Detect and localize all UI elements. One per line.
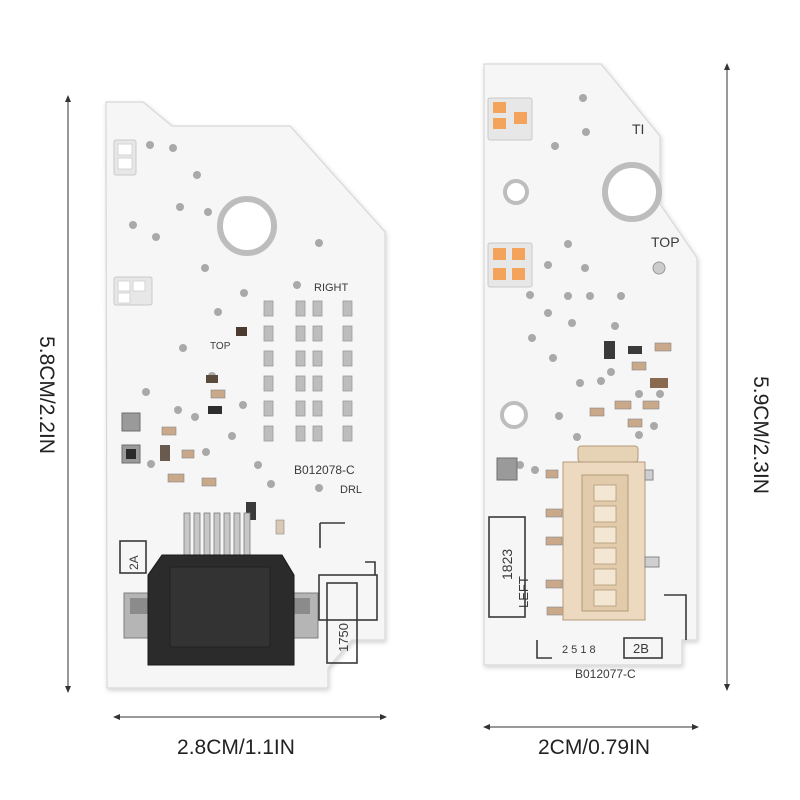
left-led-pad-grid [263, 300, 353, 442]
right-orange-led-group-top [487, 97, 533, 141]
left-board-outline [105, 101, 386, 689]
right-height-label: 5.9CM/2.3IN [749, 376, 772, 494]
right-width-label: 2CM/0.79IN [538, 736, 650, 759]
left-label-top: TOP [210, 341, 231, 352]
left-black-connector [123, 554, 319, 666]
left-white-led-group-bottom [113, 276, 153, 306]
right-smd-components [496, 341, 672, 616]
left-silkscreen-boxes [119, 522, 378, 664]
left-vias [129, 141, 323, 492]
right-pcb-board: TI TOP 1823 LEFT 2 5 1 8 2B B012077-C [483, 63, 698, 681]
right-label-part-no: B012077-C [575, 667, 636, 681]
right-top-indicator [652, 261, 666, 275]
right-orange-led-group-bottom [487, 242, 533, 288]
right-small-hole-top [503, 179, 529, 205]
left-height-label: 5.8CM/2.2IN [35, 336, 58, 454]
right-mounting-hole [602, 162, 662, 222]
left-pin-header [183, 512, 251, 559]
right-vias [516, 94, 664, 474]
right-silkscreen-boxes [488, 516, 687, 659]
right-label-top: TOP [651, 234, 680, 250]
left-pcb-board: RIGHT TOP B012078-C DRL 2A 1750 [105, 101, 386, 689]
left-label-1750: 1750 [336, 623, 351, 652]
right-label-small-code: 2 5 1 8 [562, 644, 596, 656]
right-small-hole-bottom [500, 401, 528, 429]
left-label-right: RIGHT [314, 282, 349, 294]
left-white-led-group-top [113, 139, 137, 176]
left-mounting-hole [217, 196, 277, 256]
right-label-2b: 2B [633, 641, 649, 656]
dimension-lines [65, 63, 730, 730]
left-smd-components [121, 327, 285, 535]
right-label-left: LEFT [516, 576, 531, 608]
right-label-ti: TI [632, 121, 644, 137]
left-label-2a: 2A [127, 555, 141, 570]
left-label-part-no: B012078-C [294, 463, 355, 477]
left-label-drl: DRL [340, 484, 362, 496]
right-label-1823: 1823 [499, 549, 515, 580]
left-width-label: 2.8CM/1.1IN [177, 736, 295, 759]
right-beige-connector [562, 445, 660, 621]
